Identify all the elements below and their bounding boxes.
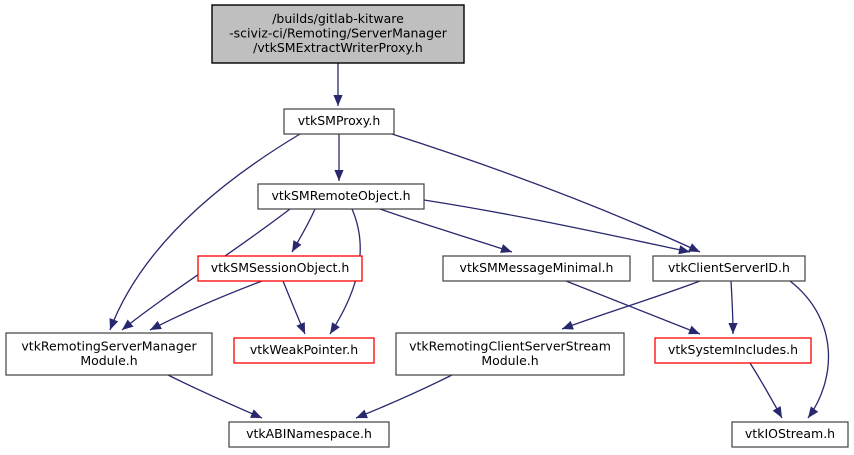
node-box-sessionobject[interactable] <box>197 255 363 282</box>
node-label-messageminimal: vtkSMMessageMinimal.h <box>460 260 614 275</box>
node-label-root: /vtkSMExtractWriterProxy.h <box>253 40 423 55</box>
edge-arrowhead <box>150 320 162 330</box>
edge-arrowhead <box>250 409 262 418</box>
graph-node-proxy[interactable]: vtkSMProxy.h <box>283 108 395 135</box>
node-label-iostream: vtkIOStream.h <box>745 426 835 441</box>
node-label-proxy: vtkSMProxy.h <box>298 113 381 128</box>
node-label-root: /builds/gitlab-kitware <box>272 11 404 26</box>
node-label-rsmmodule: vtkRemotingServerManager <box>21 338 197 353</box>
edge-arrowhead <box>500 244 512 253</box>
node-box-rsmmodule[interactable] <box>5 332 213 376</box>
node-box-root[interactable] <box>211 4 465 64</box>
node-box-remoteobject[interactable] <box>257 183 425 210</box>
dependency-edge-messageminimal-to-systemincludes <box>565 280 701 335</box>
edge-arrowhead <box>728 323 738 334</box>
edge-arrowhead <box>333 95 343 106</box>
node-box-rcssmodule[interactable] <box>395 332 625 376</box>
edge-arrowhead <box>296 322 305 334</box>
graph-node-systemincludes[interactable]: vtkSystemIncludes.h <box>654 337 812 364</box>
node-label-systemincludes: vtkSystemIncludes.h <box>668 342 798 357</box>
edge-arrowhead <box>688 243 700 252</box>
node-label-rcssmodule: Module.h <box>481 353 538 368</box>
node-box-messageminimal[interactable] <box>442 255 631 282</box>
node-label-rcssmodule: vtkRemotingClientServerStream <box>409 338 611 353</box>
graph-node-weakpointer[interactable]: vtkWeakPointer.h <box>233 337 375 364</box>
dependency-edge-sessionobject-to-rsmmodule <box>149 280 263 331</box>
graph-node-abinamespace[interactable]: vtkABINamespace.h <box>228 421 390 448</box>
edge-arrowhead <box>562 320 574 330</box>
node-label-remoteobject: vtkSMRemoteObject.h <box>271 188 410 203</box>
graph-node-root[interactable]: /builds/gitlab-kitware-sciviz-ci/Remotin… <box>211 4 465 64</box>
graph-node-remoteobject[interactable]: vtkSMRemoteObject.h <box>257 183 425 210</box>
dependency-edge-rsmmodule-to-abinamespace <box>167 374 263 419</box>
node-label-weakpointer: vtkWeakPointer.h <box>250 342 358 357</box>
dependency-edge-proxy-to-rsmmodule <box>109 133 301 331</box>
dependency-edge-clientserverid-to-iostream <box>789 280 830 419</box>
node-label-root: -sciviz-ci/Remoting/ServerManager <box>229 26 448 41</box>
node-box-proxy[interactable] <box>283 108 395 135</box>
graph-node-iostream[interactable]: vtkIOStream.h <box>731 421 849 448</box>
node-box-clientserverid[interactable] <box>652 255 806 282</box>
edge-arrowhead <box>772 406 782 418</box>
node-layer: /builds/gitlab-kitware-sciviz-ci/Remotin… <box>5 4 849 448</box>
graph-node-sessionobject[interactable]: vtkSMSessionObject.h <box>197 255 363 282</box>
node-label-rsmmodule: Module.h <box>80 353 137 368</box>
graph-node-clientserverid[interactable]: vtkClientServerID.h <box>652 255 806 282</box>
edge-arrowhead <box>808 406 819 418</box>
dependency-edge-proxy-to-clientserverid <box>391 133 701 253</box>
dependency-edge-clientserverid-to-rcssmodule <box>561 280 701 330</box>
edge-arrowhead <box>688 325 700 335</box>
node-label-abinamespace: vtkABINamespace.h <box>246 426 372 441</box>
node-box-weakpointer[interactable] <box>233 337 375 364</box>
dependency-edge-rcssmodule-to-abinamespace <box>355 374 453 419</box>
dependency-edge-remoteobject-to-clientserverid <box>423 199 691 253</box>
graph-node-messageminimal[interactable]: vtkSMMessageMinimal.h <box>442 255 631 282</box>
node-box-iostream[interactable] <box>731 421 849 448</box>
dependency-edge-remoteobject-to-messageminimal <box>379 208 513 253</box>
edge-arrowhead <box>109 318 119 330</box>
edge-arrowhead <box>334 170 344 181</box>
node-box-abinamespace[interactable] <box>228 421 390 448</box>
node-label-sessionobject: vtkSMSessionObject.h <box>211 260 350 275</box>
node-label-clientserverid: vtkClientServerID.h <box>668 260 790 275</box>
edge-arrowhead <box>356 409 368 419</box>
edge-arrowhead <box>292 240 302 252</box>
edge-arrowhead <box>330 322 340 334</box>
node-box-systemincludes[interactable] <box>654 337 812 364</box>
edge-arrowhead <box>678 245 690 255</box>
edge-arrowhead <box>122 319 134 330</box>
